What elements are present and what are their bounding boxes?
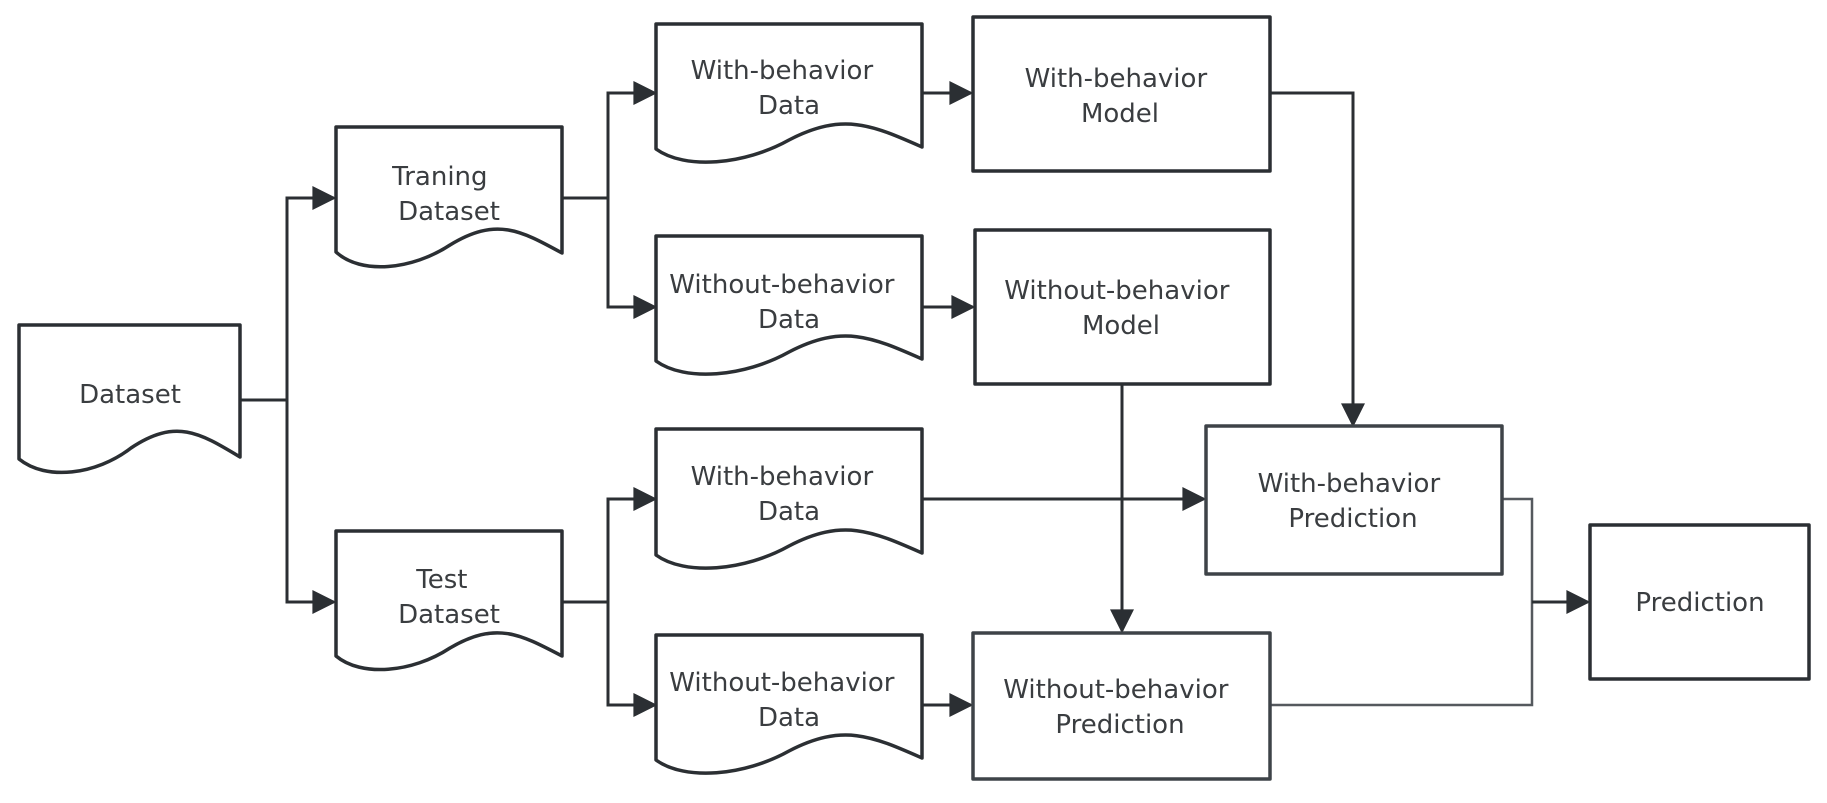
train-with-behavior-data-label-line1: With-behavior bbox=[691, 56, 874, 86]
connectors bbox=[240, 81, 1591, 717]
node-without-behavior-model[interactable]: Without-behavior Model bbox=[973, 228, 1272, 386]
node-train-with-behavior-data[interactable]: With-behavior Data bbox=[654, 22, 924, 164]
prediction-box bbox=[1588, 523, 1811, 681]
test-dataset-label-line1: Test bbox=[415, 565, 467, 595]
edge-without-prediction-to-merge bbox=[1270, 602, 1534, 707]
edge-with-model-to-prediction bbox=[1270, 91, 1365, 428]
edge-with-prediction-to-merge bbox=[1502, 497, 1534, 602]
edge-training-to-with-data bbox=[606, 81, 658, 198]
node-test-with-behavior-data[interactable]: With-behavior Data bbox=[654, 427, 924, 570]
svg-text:Dataset: Dataset bbox=[79, 380, 181, 410]
training-dataset-label-line2: Dataset bbox=[398, 197, 500, 227]
svg-text:With-behavior Model: With-behavior Model bbox=[1025, 64, 1216, 129]
edge-test-to-without-data bbox=[606, 602, 658, 717]
test-without-behavior-data-label-line2: Data bbox=[758, 703, 820, 733]
svg-text:With-behavior Prediction: With-behavior Prediction bbox=[1258, 469, 1449, 534]
test-with-behavior-data-label-line2: Data bbox=[758, 497, 820, 527]
without-behavior-prediction-label-line2: Prediction bbox=[1055, 710, 1184, 740]
train-without-behavior-data-document-shape bbox=[654, 234, 924, 376]
node-train-without-behavior-data[interactable]: Without-behavior Data bbox=[654, 234, 924, 376]
with-behavior-model-label-line1: With-behavior bbox=[1025, 64, 1208, 94]
without-behavior-prediction-box bbox=[971, 631, 1272, 781]
test-without-behavior-data-document-shape bbox=[654, 633, 924, 775]
without-behavior-model-label-line1: Without-behavior bbox=[1004, 276, 1229, 306]
node-with-behavior-model[interactable]: With-behavior Model bbox=[971, 15, 1272, 173]
svg-text:Test Dataset: Test Dataset bbox=[398, 565, 500, 630]
train-with-behavior-data-label-line2: Data bbox=[758, 91, 820, 121]
dataset-label: Dataset bbox=[79, 380, 181, 410]
svg-text:Traning Dataset: Traning Dataset bbox=[391, 162, 500, 227]
edge-training-to-without-data bbox=[606, 198, 658, 319]
without-behavior-model-box bbox=[973, 228, 1272, 386]
train-with-behavior-data-document-shape bbox=[654, 22, 924, 164]
svg-text:Prediction: Prediction bbox=[1635, 588, 1764, 618]
training-dataset-label-line1: Traning bbox=[391, 162, 487, 192]
node-with-behavior-prediction[interactable]: With-behavior Prediction bbox=[1204, 424, 1504, 576]
edge-dataset-to-test bbox=[285, 400, 337, 614]
with-behavior-model-label-line2: Model bbox=[1081, 99, 1159, 129]
test-dataset-label-line2: Dataset bbox=[398, 600, 500, 630]
test-with-behavior-data-document-shape bbox=[654, 427, 924, 570]
node-dataset[interactable]: Dataset bbox=[17, 323, 242, 475]
node-training-dataset[interactable]: Traning Dataset bbox=[334, 125, 564, 269]
train-without-behavior-data-label-line2: Data bbox=[758, 305, 820, 335]
svg-text:Without-behavior Data: Without-behavior Data bbox=[669, 270, 902, 335]
with-behavior-model-box bbox=[971, 15, 1272, 173]
train-without-behavior-data-label-line1: Without-behavior bbox=[669, 270, 894, 300]
edge-dataset-to-training bbox=[285, 186, 337, 400]
without-behavior-model-label-line2: Model bbox=[1082, 311, 1160, 341]
svg-text:With-behavior Data: With-behavior Data bbox=[691, 462, 882, 527]
edge-test-to-with-data bbox=[606, 487, 658, 602]
with-behavior-prediction-box bbox=[1204, 424, 1504, 576]
dataset-document-shape bbox=[17, 323, 242, 475]
svg-text:Without-behavior Predict: Without-behavior Prediction bbox=[1003, 675, 1236, 740]
with-behavior-prediction-label-line2: Prediction bbox=[1288, 504, 1417, 534]
training-dataset-document-shape bbox=[334, 125, 564, 269]
svg-text:Without-behavior Model: Without-behavior Model bbox=[1004, 276, 1237, 341]
test-dataset-document-shape bbox=[334, 529, 564, 672]
node-test-without-behavior-data[interactable]: Without-behavior Data bbox=[654, 633, 924, 775]
svg-text:With-behavior Data: With-behavior Data bbox=[691, 56, 882, 121]
node-without-behavior-prediction[interactable]: Without-behavior Prediction bbox=[971, 631, 1272, 781]
svg-text:Without-behavior Data: Without-behavior Data bbox=[669, 668, 902, 733]
node-test-dataset[interactable]: Test Dataset bbox=[334, 529, 564, 672]
without-behavior-prediction-label-line1: Without-behavior bbox=[1003, 675, 1228, 705]
with-behavior-prediction-label-line1: With-behavior bbox=[1258, 469, 1441, 499]
test-with-behavior-data-label-line1: With-behavior bbox=[691, 462, 874, 492]
node-prediction[interactable]: Prediction bbox=[1588, 523, 1811, 681]
test-without-behavior-data-label-line1: Without-behavior bbox=[669, 668, 894, 698]
prediction-label: Prediction bbox=[1635, 588, 1764, 618]
